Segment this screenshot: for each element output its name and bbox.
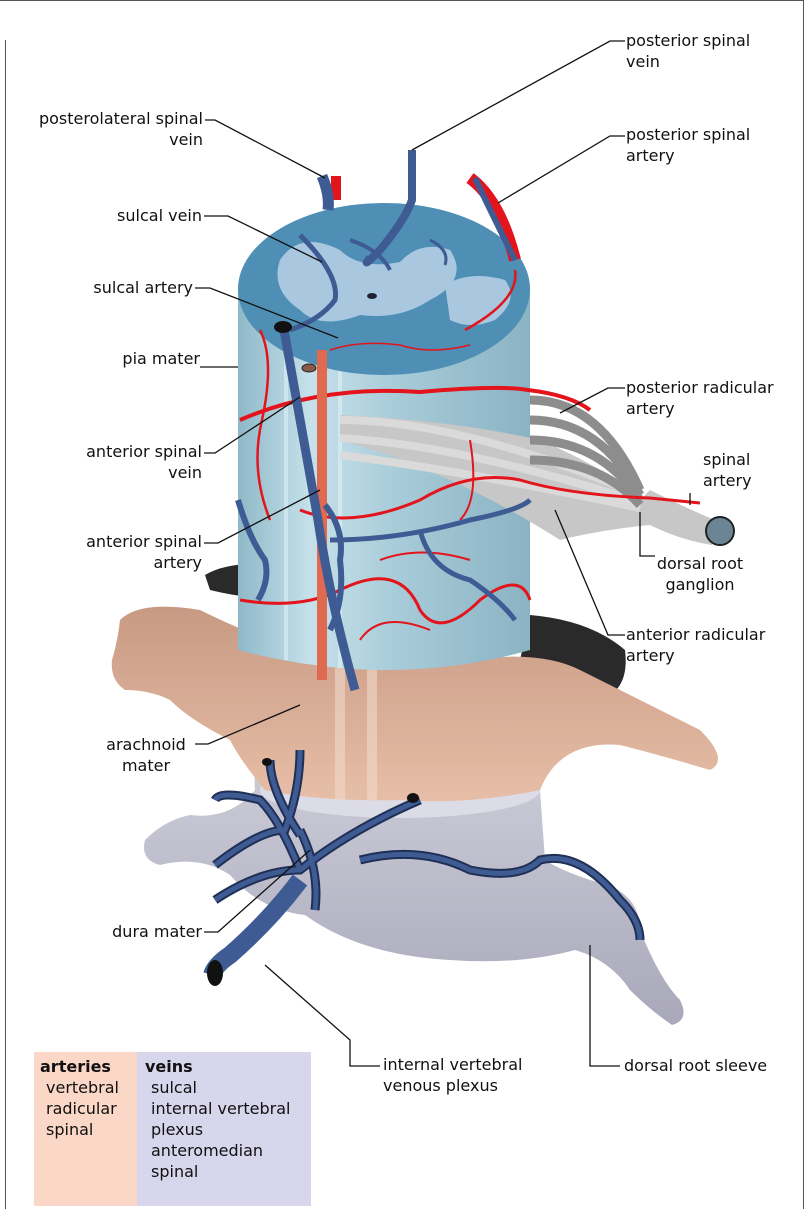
legend-item: internal vertebral [145, 1098, 311, 1119]
legend-item: anteromedian [145, 1140, 311, 1161]
label-dura-mater: dura mater [60, 921, 202, 942]
legend: arteries vertebral radicular spinal vein… [34, 1052, 311, 1206]
label-sulcal-vein: sulcal vein [60, 205, 202, 226]
legend-item: vertebral [40, 1077, 137, 1098]
anterior-spinal-vein-cut [274, 321, 292, 333]
legend-item: plexus [145, 1119, 311, 1140]
anterior-spinal-artery-cut [302, 364, 316, 372]
legend-arteries-heading: arteries [40, 1056, 137, 1077]
label-sulcal-artery: sulcal artery [60, 277, 193, 298]
legend-arteries: arteries vertebral radicular spinal [34, 1052, 137, 1206]
legend-veins: veins sulcal internal vertebral plexus a… [137, 1052, 311, 1206]
legend-item: spinal [40, 1119, 137, 1140]
legend-item: sulcal [145, 1077, 311, 1098]
legend-veins-heading: veins [145, 1056, 311, 1077]
legend-item: spinal [145, 1161, 311, 1182]
label-dorsal-root-sleeve: dorsal root sleeve [624, 1055, 767, 1076]
legend-item: radicular [40, 1098, 137, 1119]
label-pia-mater: pia mater [60, 348, 200, 369]
